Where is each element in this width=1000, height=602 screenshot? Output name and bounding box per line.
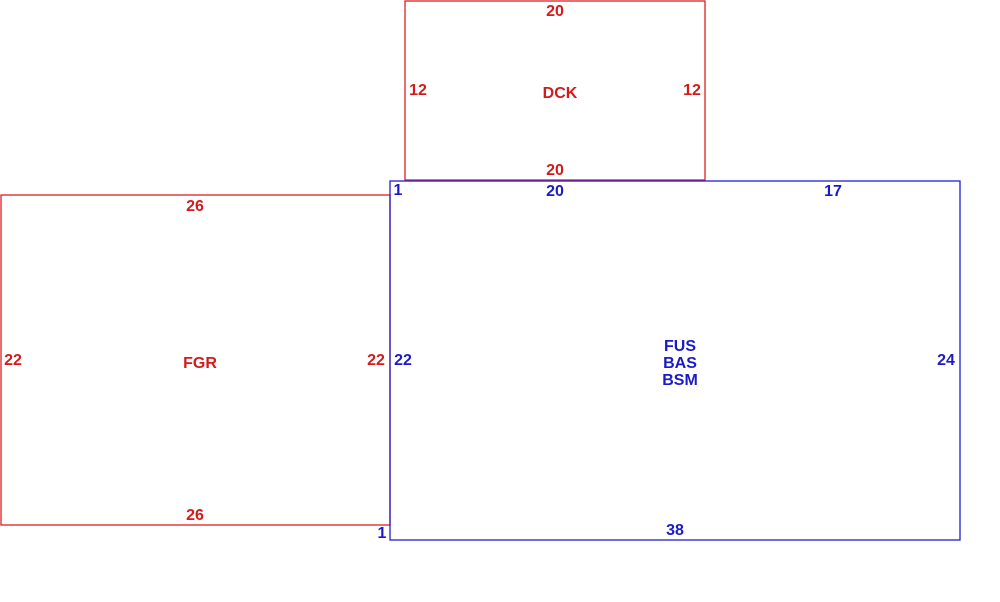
connector-dim-bottom: 1 [378, 525, 387, 542]
area-fgr: FGR 26 26 22 22 [0, 194, 391, 526]
dck-dim-right: 12 [683, 82, 701, 99]
fus-dim-left: 22 [394, 352, 412, 369]
area-fgr-label: FGR [183, 355, 217, 372]
fus-dim-top-right: 17 [824, 183, 842, 200]
area-dck-outline [404, 0, 706, 181]
area-fus-label-2: BAS [663, 355, 697, 372]
fgr-dim-top: 26 [186, 198, 204, 215]
fus-dim-bottom: 38 [666, 522, 684, 539]
area-fus-label-1: FUS [664, 338, 696, 355]
dck-dim-top: 20 [546, 3, 564, 20]
area-dck-label: DCK [543, 85, 578, 102]
fgr-dim-right: 22 [367, 352, 385, 369]
fgr-dim-left: 22 [4, 352, 22, 369]
area-fus-outline [389, 180, 961, 541]
area-fus-label-3: BSM [662, 372, 698, 389]
dck-dim-bottom: 20 [546, 162, 564, 179]
area-fus: FUS BAS BSM 20 17 38 22 24 [389, 180, 961, 541]
area-dck: DCK 20 20 12 12 [404, 0, 706, 181]
fus-dim-top-left: 20 [546, 183, 564, 200]
dck-dim-left: 12 [409, 82, 427, 99]
connector-dim-top: 1 [394, 182, 403, 199]
fus-dim-right: 24 [937, 352, 955, 369]
fgr-dim-bottom: 26 [186, 507, 204, 524]
